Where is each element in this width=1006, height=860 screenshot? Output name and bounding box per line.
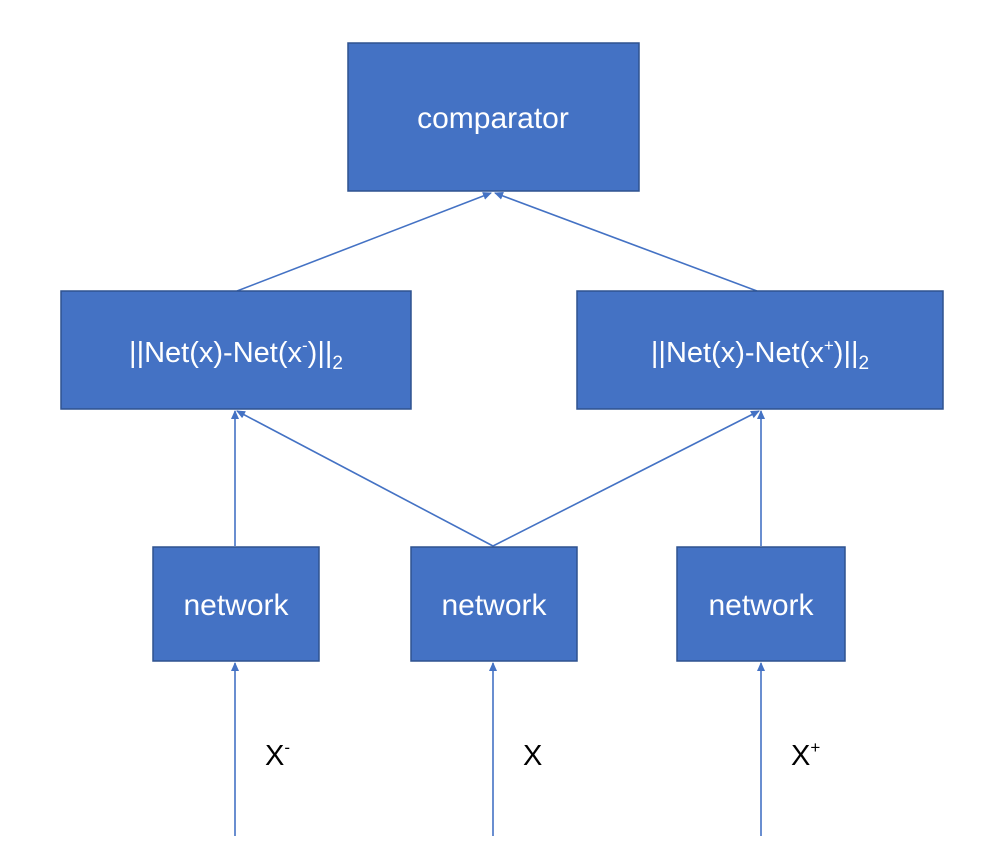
network-anchor-label: network (441, 589, 547, 622)
input-pos-sup: + (810, 738, 820, 757)
distance-neg-label: ||Net(x)-Net(x-)||2 (129, 336, 343, 374)
arrow-dist-pos-to-comparator (494, 192, 758, 292)
distance-pos-label: ||Net(x)-Net(x+)||2 (651, 336, 869, 374)
distance-pos-box: ||Net(x)-Net(x+)||2 (576, 290, 944, 410)
network-neg-label: network (183, 589, 289, 622)
input-neg-base: X (265, 740, 284, 772)
input-anchor-base: X (523, 740, 542, 772)
distance-pos-sub: 2 (859, 353, 870, 374)
distance-neg-left: ||Net(x)-Net(x (129, 337, 302, 369)
distance-pos-sup: + (824, 336, 834, 355)
comparator-box: comparator (347, 42, 640, 192)
distance-pos-left: ||Net(x)-Net(x (651, 337, 824, 369)
distance-neg-box: ||Net(x)-Net(x-)||2 (60, 290, 412, 410)
input-neg-label: X- (265, 738, 290, 772)
network-pos-box: network (676, 546, 846, 662)
distance-neg-sub: 2 (332, 353, 343, 374)
arrow-dist-neg-to-comparator (236, 192, 492, 292)
input-pos-base: X (791, 740, 810, 772)
arrow-network-anchor-to-dist-pos (492, 410, 760, 547)
network-anchor-box: network (410, 546, 578, 662)
input-anchor-label: X (523, 740, 542, 772)
input-neg-sup: - (284, 738, 290, 757)
input-pos-label: X+ (791, 738, 820, 772)
network-pos-label: network (708, 589, 814, 622)
distance-neg-sup: - (302, 336, 308, 355)
arrow-network-anchor-to-dist-neg (236, 410, 494, 547)
distance-pos-right: )|| (834, 337, 859, 369)
distance-neg-right: )|| (308, 337, 333, 369)
edges (231, 192, 765, 836)
comparator-label: comparator (417, 102, 569, 135)
network-neg-box: network (152, 546, 320, 662)
